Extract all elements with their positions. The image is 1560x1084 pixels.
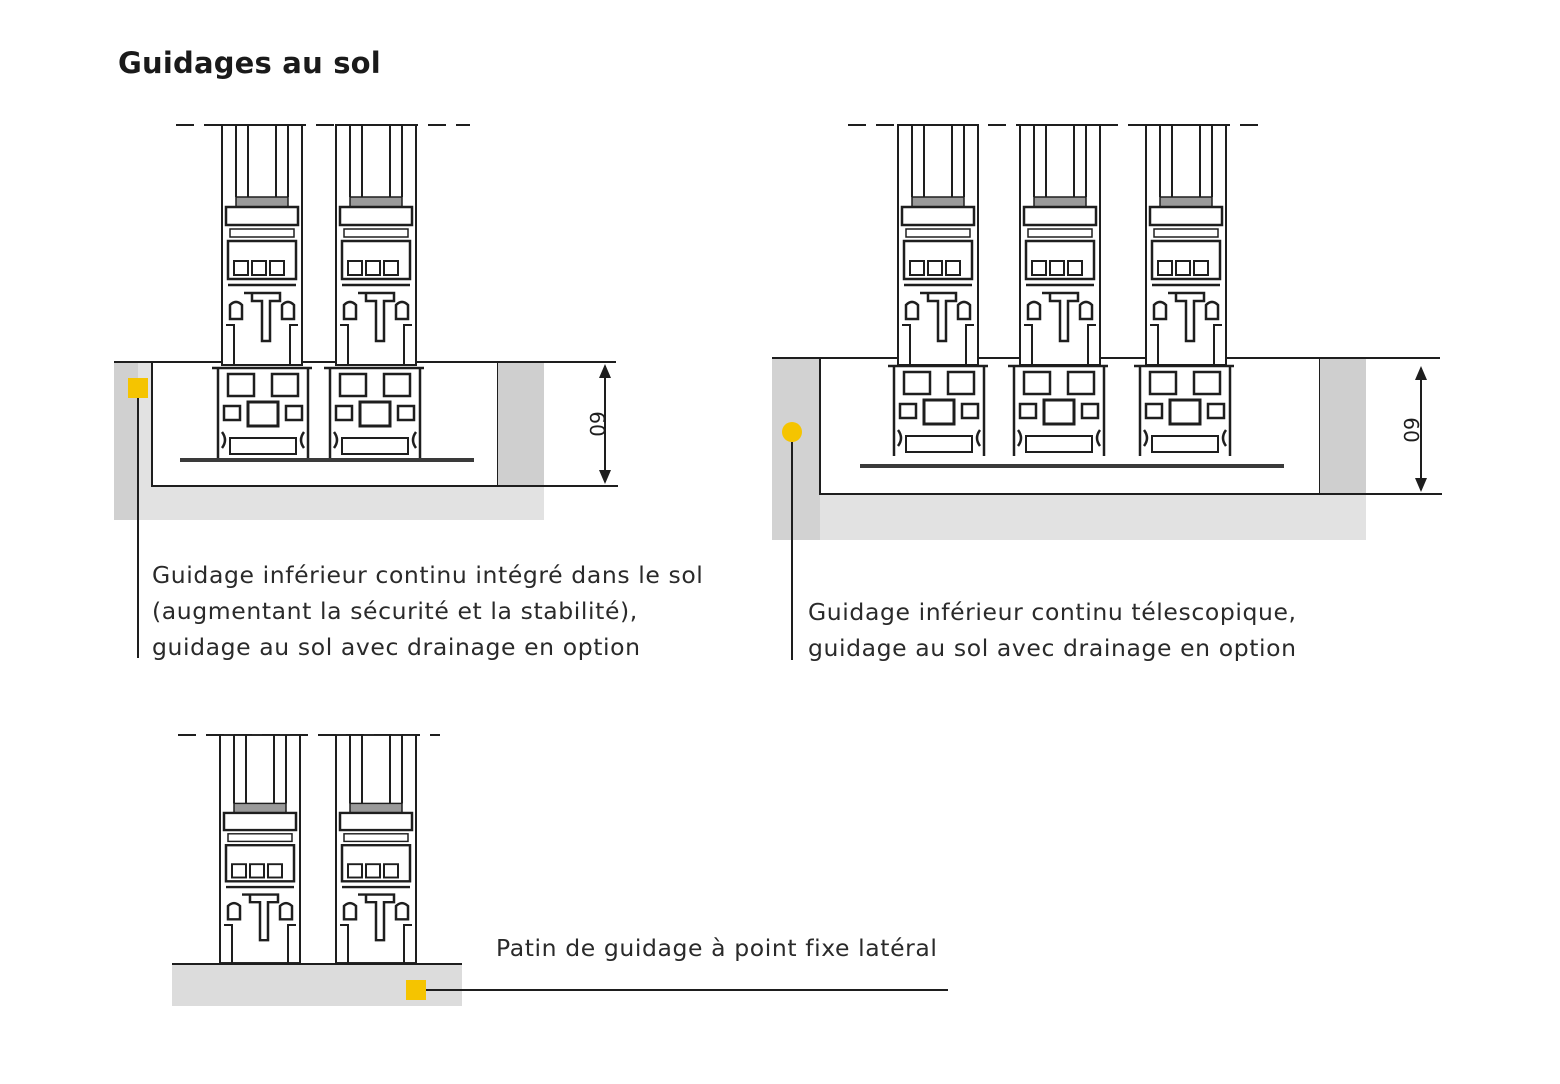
detail-1-drawing: 60 — [114, 123, 618, 658]
marker-dot — [782, 422, 802, 442]
caption-line: guidage au sol avec drainage en option — [152, 633, 641, 661]
caption-detail-3: Patin de guidage à point fixe latéral — [496, 930, 938, 966]
caption-line: (augmentant la sécurité et la stabilité)… — [152, 597, 638, 625]
dimension-label: 60 — [1399, 417, 1423, 442]
caption-line: guidage au sol avec drainage en option — [808, 634, 1297, 662]
marker-dot — [406, 980, 426, 1000]
marker-dot — [128, 378, 148, 398]
caption-line: Guidage inférieur continu télescopique, — [808, 598, 1297, 626]
detail-3-drawing — [172, 733, 948, 1006]
caption-line: Patin de guidage à point fixe latéral — [496, 934, 938, 962]
caption-detail-2: Guidage inférieur continu télescopique, … — [808, 594, 1297, 666]
detail-2-drawing: 60 — [772, 123, 1442, 660]
page-title: Guidages au sol — [118, 46, 381, 80]
dimension-label: 60 — [585, 411, 609, 436]
caption-detail-1: Guidage inférieur continu intégré dans l… — [152, 557, 703, 665]
caption-line: Guidage inférieur continu intégré dans l… — [152, 561, 704, 589]
